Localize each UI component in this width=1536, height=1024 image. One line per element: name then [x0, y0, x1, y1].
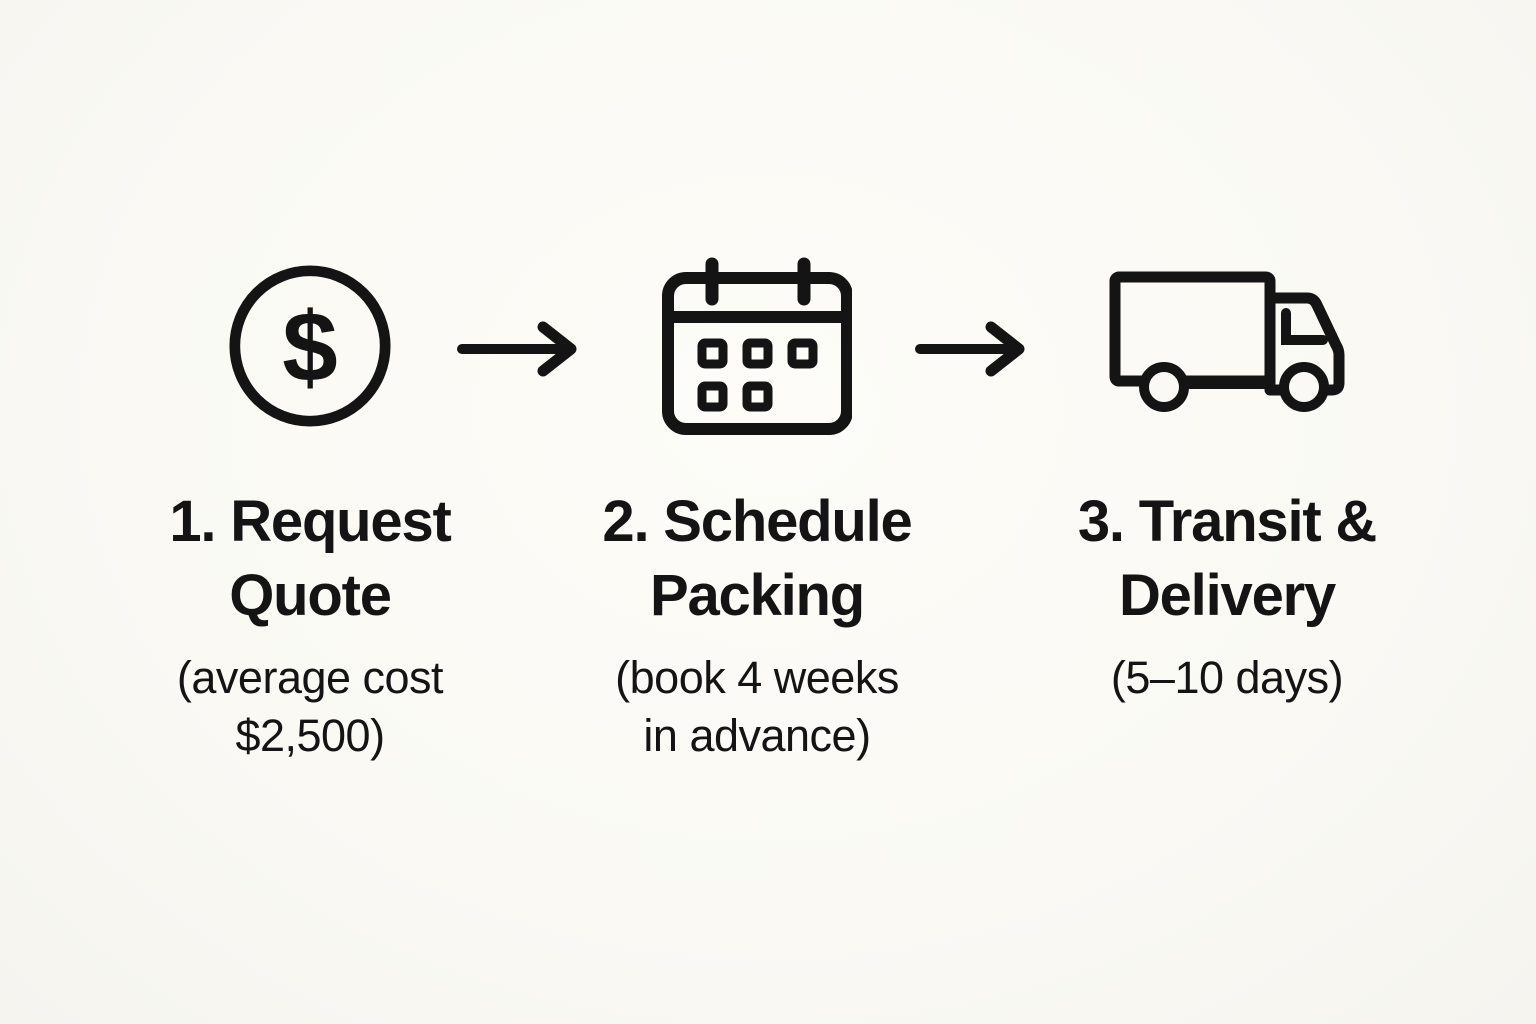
calendar-icon	[562, 257, 952, 435]
step-subtitle-line1: (book 4 weeks	[615, 652, 899, 703]
step-title-line1: 2. Schedule	[602, 489, 912, 554]
step-title-line2: Packing	[649, 563, 865, 628]
truck-icon	[1032, 258, 1422, 433]
step-title-line2: Quote	[229, 563, 392, 628]
step-subtitle-line1: (average cost	[176, 652, 444, 703]
step-subtitle: (average cost $2,500)	[115, 649, 505, 765]
step-subtitle-line2: $2,500)	[235, 710, 385, 761]
step-subtitle: (5–10 days)	[1032, 649, 1422, 707]
dollar-circle-icon: $	[115, 258, 505, 433]
step-transit-delivery: 3. Transit & Delivery (5–10 days)	[1032, 258, 1422, 707]
step-schedule-packing: 2. Schedule Packing (book 4 weeks in adv…	[562, 257, 952, 765]
step-subtitle: (book 4 weeks in advance)	[562, 649, 952, 765]
step-title: 1. Request Quote	[115, 485, 505, 633]
step-subtitle-line2: in advance)	[643, 710, 871, 761]
dollar-sign-glyph: $	[282, 292, 337, 403]
step-request-quote: $ 1. Request Quote (average cost $2,500)	[115, 258, 505, 765]
step-title: 3. Transit & Delivery	[1032, 485, 1422, 633]
step-title-line1: 3. Transit &	[1077, 489, 1377, 554]
right-arrow-icon	[915, 321, 1025, 377]
step-subtitle-line1: (5–10 days)	[1110, 652, 1344, 703]
step-title-line2: Delivery	[1118, 563, 1336, 628]
step-title: 2. Schedule Packing	[562, 485, 952, 633]
right-arrow-icon	[457, 321, 577, 377]
step-title-line1: 1. Request	[169, 489, 452, 554]
